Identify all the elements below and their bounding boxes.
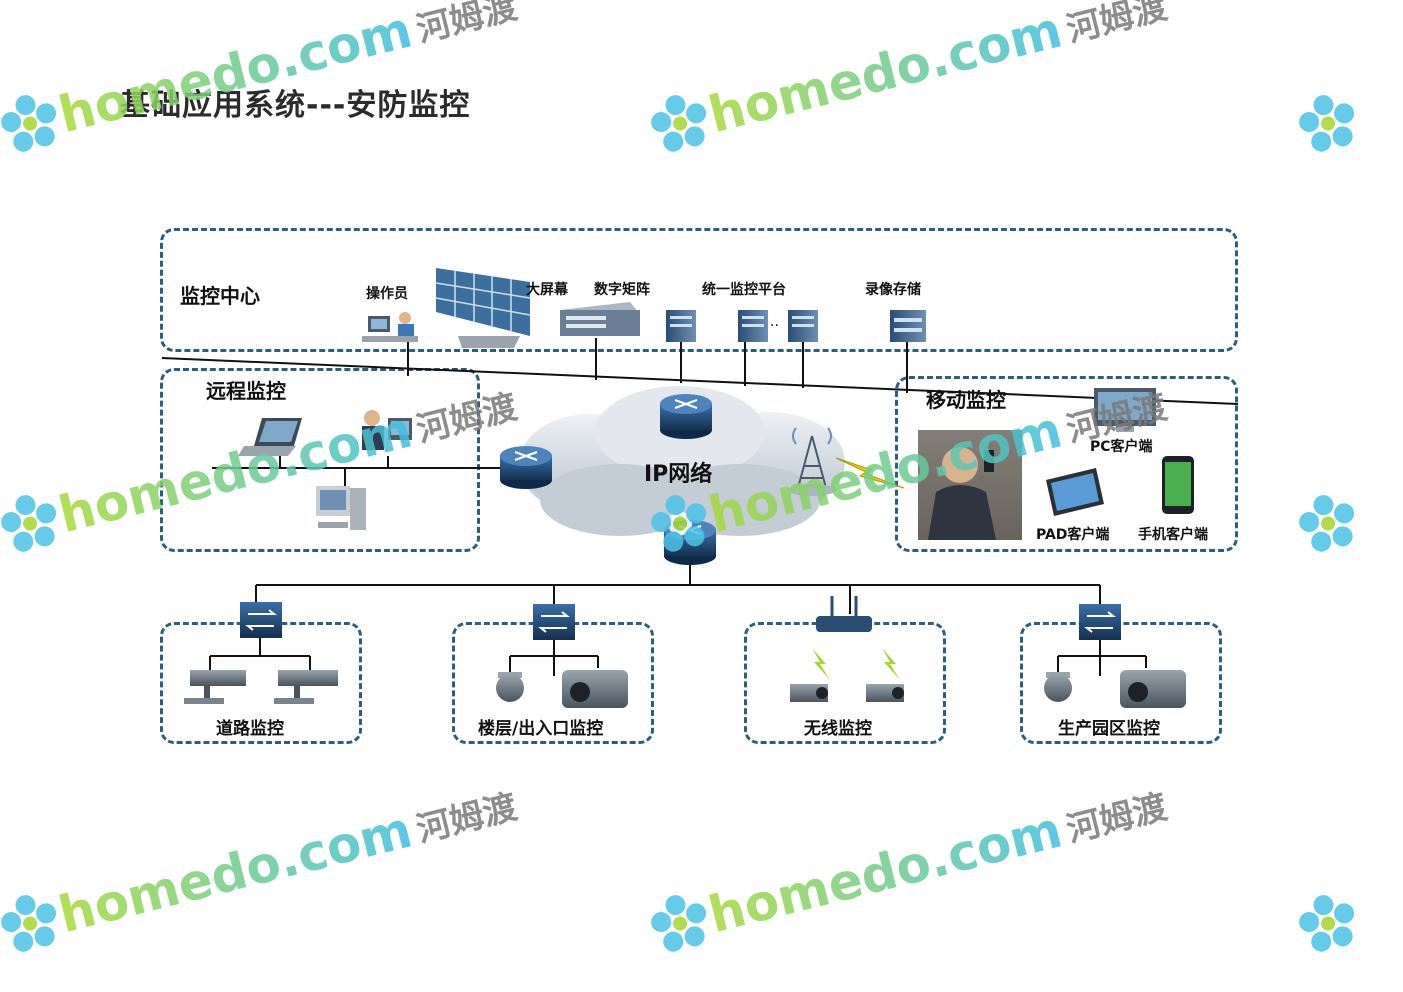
remote-operator [362,410,412,450]
mobile-user-photo [918,430,1022,540]
remote-monitoring-box [160,368,480,552]
platform-server-3 [788,310,818,342]
phone-client-device [1162,456,1194,514]
pc-client-label: PC客户端 [1090,439,1153,455]
road-camera-1 [184,670,246,704]
park-dome-camera [1044,672,1072,702]
wireless-tower [788,427,836,496]
wireless-access-point [816,596,872,632]
road-monitoring-label: 道路监控 [216,719,284,739]
core-router-top [660,394,712,439]
video-wall [435,268,531,348]
platform-server-1 [666,310,696,342]
page-title: 基础应用系统---安防监控 [120,88,471,123]
park-monitoring-label: 生产园区监控 [1058,719,1160,739]
wireless-monitoring-label: 无线监控 [804,719,872,739]
platform-server-2 [738,310,768,342]
operator-label: 操作员 [366,286,408,302]
floor-dome-camera [496,672,524,702]
park-box-camera [1120,670,1186,708]
floor-switch [533,604,575,640]
monitoring-center-box [160,228,1238,352]
remote-monitoring-label: 远程监控 [206,379,286,403]
core-router-bottom [664,520,716,565]
ip-network-label: IP网络 [644,462,713,487]
wireless-camera-2 [866,648,904,702]
laptop-device [238,418,302,456]
wireless-camera-1 [790,648,830,702]
floor-box-camera [562,670,628,708]
mobile-monitoring-label: 移动监控 [926,388,1006,412]
park-switch [1079,604,1121,640]
pad-client-label: PAD客户端 [1036,527,1110,543]
pad-client-device [1046,468,1104,516]
road-switch [240,602,282,638]
core-router-left [500,446,552,489]
floor-monitoring-label: 楼层/出入口监控 [478,719,604,739]
monitoring-center-label: 监控中心 [180,284,260,308]
phone-client-label: 手机客户端 [1138,527,1208,543]
storage-device [890,310,926,342]
road-camera-2 [274,670,338,704]
storage-label: 录像存储 [865,282,921,298]
matrix-label: 数字矩阵 [594,282,650,298]
svg-text:··: ·· [770,318,779,334]
platform-label: 统一监控平台 [702,282,786,298]
big-screen-label: 大屏幕 [526,282,568,298]
pc-client-device [1094,388,1156,432]
operator-workstation [362,312,418,342]
connection-lines [161,338,1239,676]
desktop-computer [316,486,366,530]
wireless-signal-bolt [835,457,905,489]
mobile-monitoring-box [895,376,1238,552]
digital-matrix [560,302,640,336]
